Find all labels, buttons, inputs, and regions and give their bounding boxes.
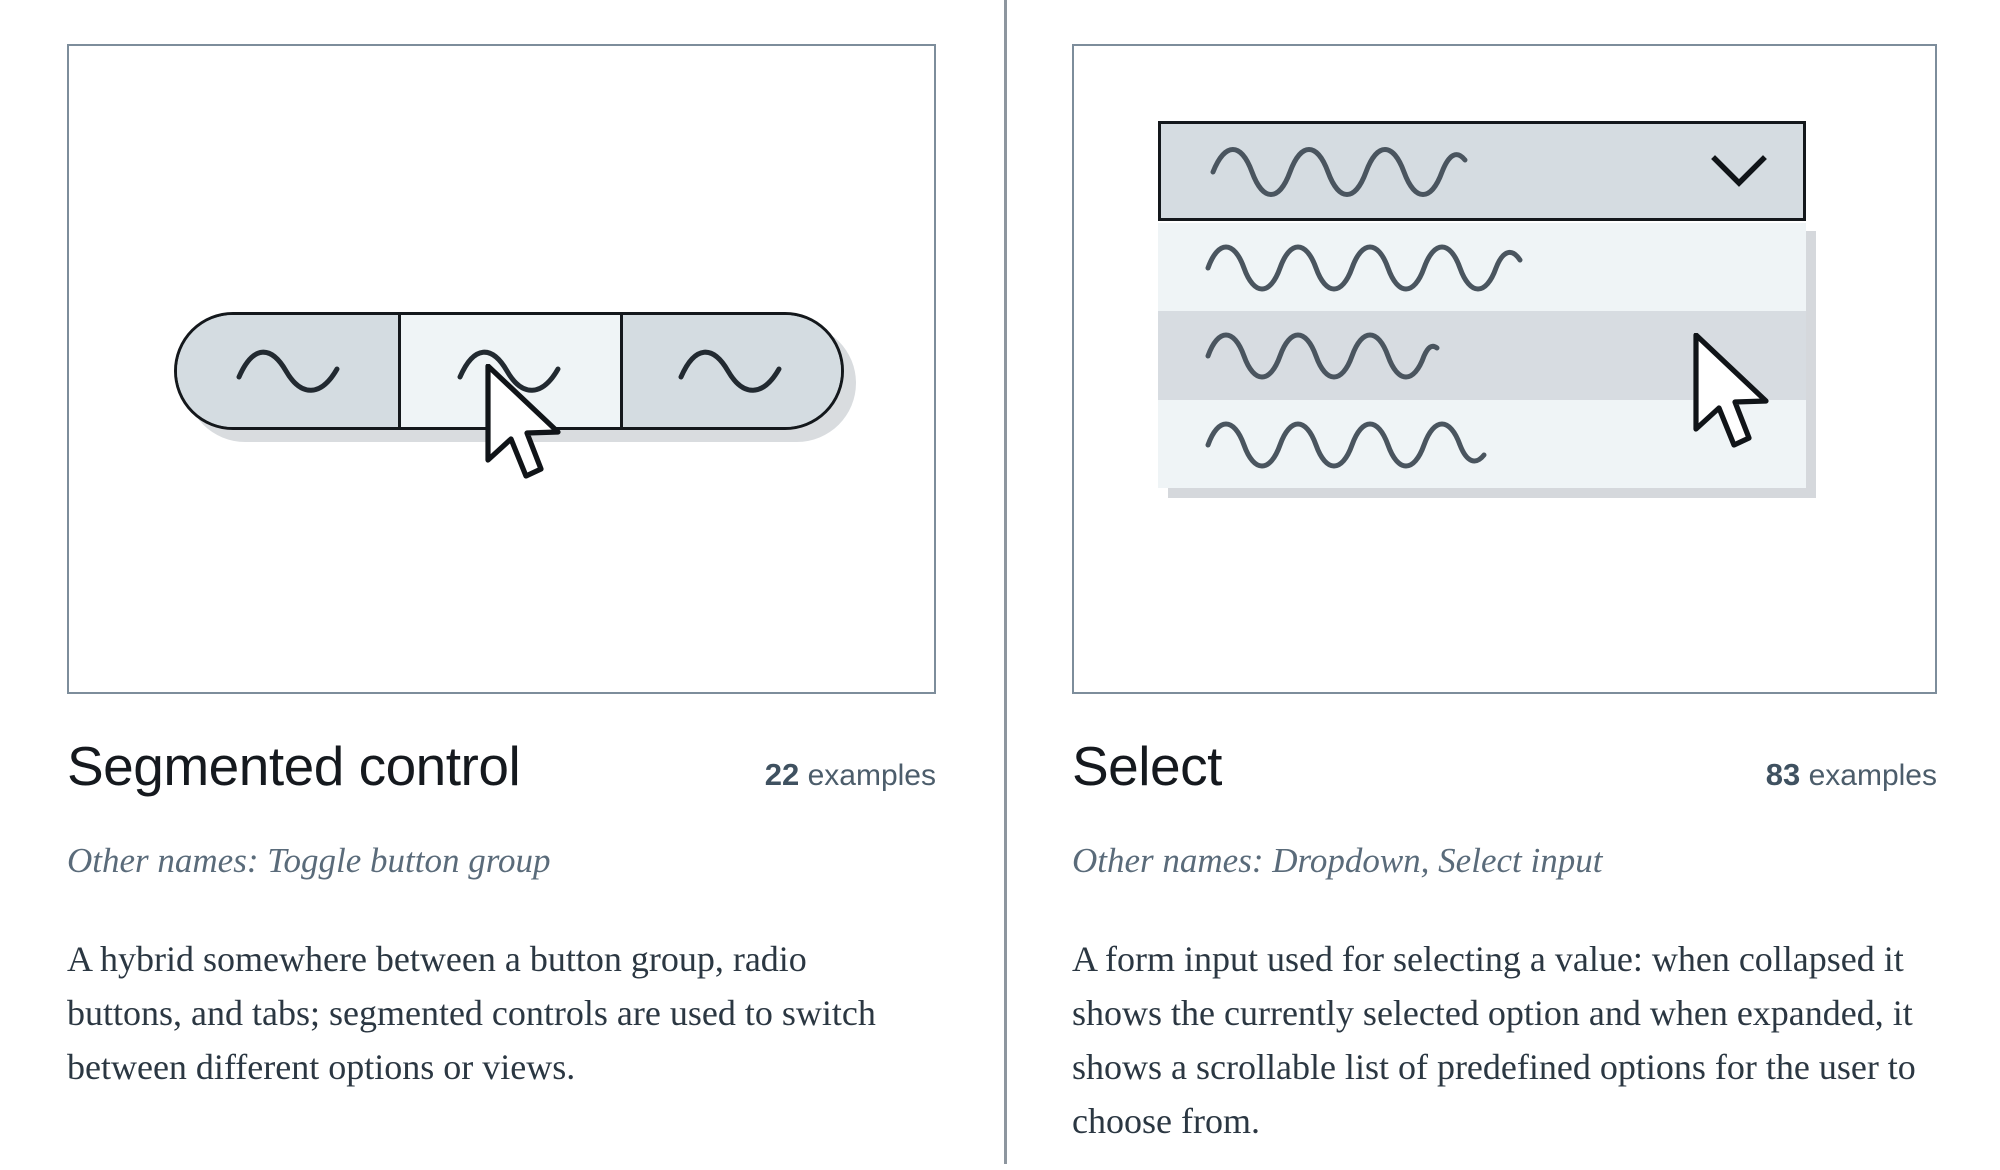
examples-count: 22 examples <box>765 759 936 791</box>
illustration-card-select <box>1072 44 1937 694</box>
panel-select: Select 83 examples Other names: Dropdown… <box>1007 0 2000 1170</box>
select-options-list[interactable] <box>1158 223 1806 488</box>
examples-count: 83 examples <box>1766 759 1937 791</box>
select-illustration <box>1158 121 1838 541</box>
squiggle-icon <box>1205 421 1487 468</box>
examples-count-number: 83 <box>1765 757 1801 792</box>
examples-count-label: examples <box>807 759 936 792</box>
panel-divider <box>1004 0 1007 1164</box>
page-title: Segmented control <box>67 735 521 797</box>
examples-count-label: examples <box>1808 759 1937 792</box>
squiggle-icon <box>457 349 561 393</box>
select-option-2-highlighted[interactable] <box>1158 311 1806 400</box>
select-option-1[interactable] <box>1158 223 1806 312</box>
illustration-card-segmented-control <box>67 44 936 694</box>
chevron-down-icon[interactable] <box>1711 154 1767 188</box>
select-option-3[interactable] <box>1158 399 1806 488</box>
other-names: Other names: Dropdown, Select input <box>1072 840 1603 880</box>
panel-segmented-control: Segmented control 22 examples Other name… <box>67 44 936 1094</box>
squiggle-icon <box>236 349 340 393</box>
other-names: Other names: Toggle button group <box>67 840 551 880</box>
select-closed-box[interactable] <box>1158 121 1806 221</box>
segmented-control[interactable] <box>174 312 844 430</box>
squiggle-icon <box>1210 147 1468 197</box>
component-description: A hybrid somewhere between a button grou… <box>67 938 876 1087</box>
title-row: Select 83 examples <box>1072 735 1937 797</box>
examples-count-number: 22 <box>764 757 800 792</box>
squiggle-icon <box>1205 333 1440 380</box>
squiggle-icon <box>1205 244 1523 292</box>
title-row: Segmented control 22 examples <box>67 735 936 797</box>
component-description: A form input used for selecting a value:… <box>1072 938 1916 1141</box>
segment-option-2-selected[interactable] <box>398 315 620 427</box>
segment-option-1[interactable] <box>177 315 399 427</box>
segment-option-3[interactable] <box>619 315 841 427</box>
textblock-segmented-control: Segmented control 22 examples Other name… <box>67 735 936 1094</box>
textblock-select: Select 83 examples Other names: Dropdown… <box>1072 735 1937 1148</box>
segmented-control-illustration <box>174 312 856 552</box>
page-title: Select <box>1072 735 1222 797</box>
squiggle-icon <box>678 349 782 393</box>
